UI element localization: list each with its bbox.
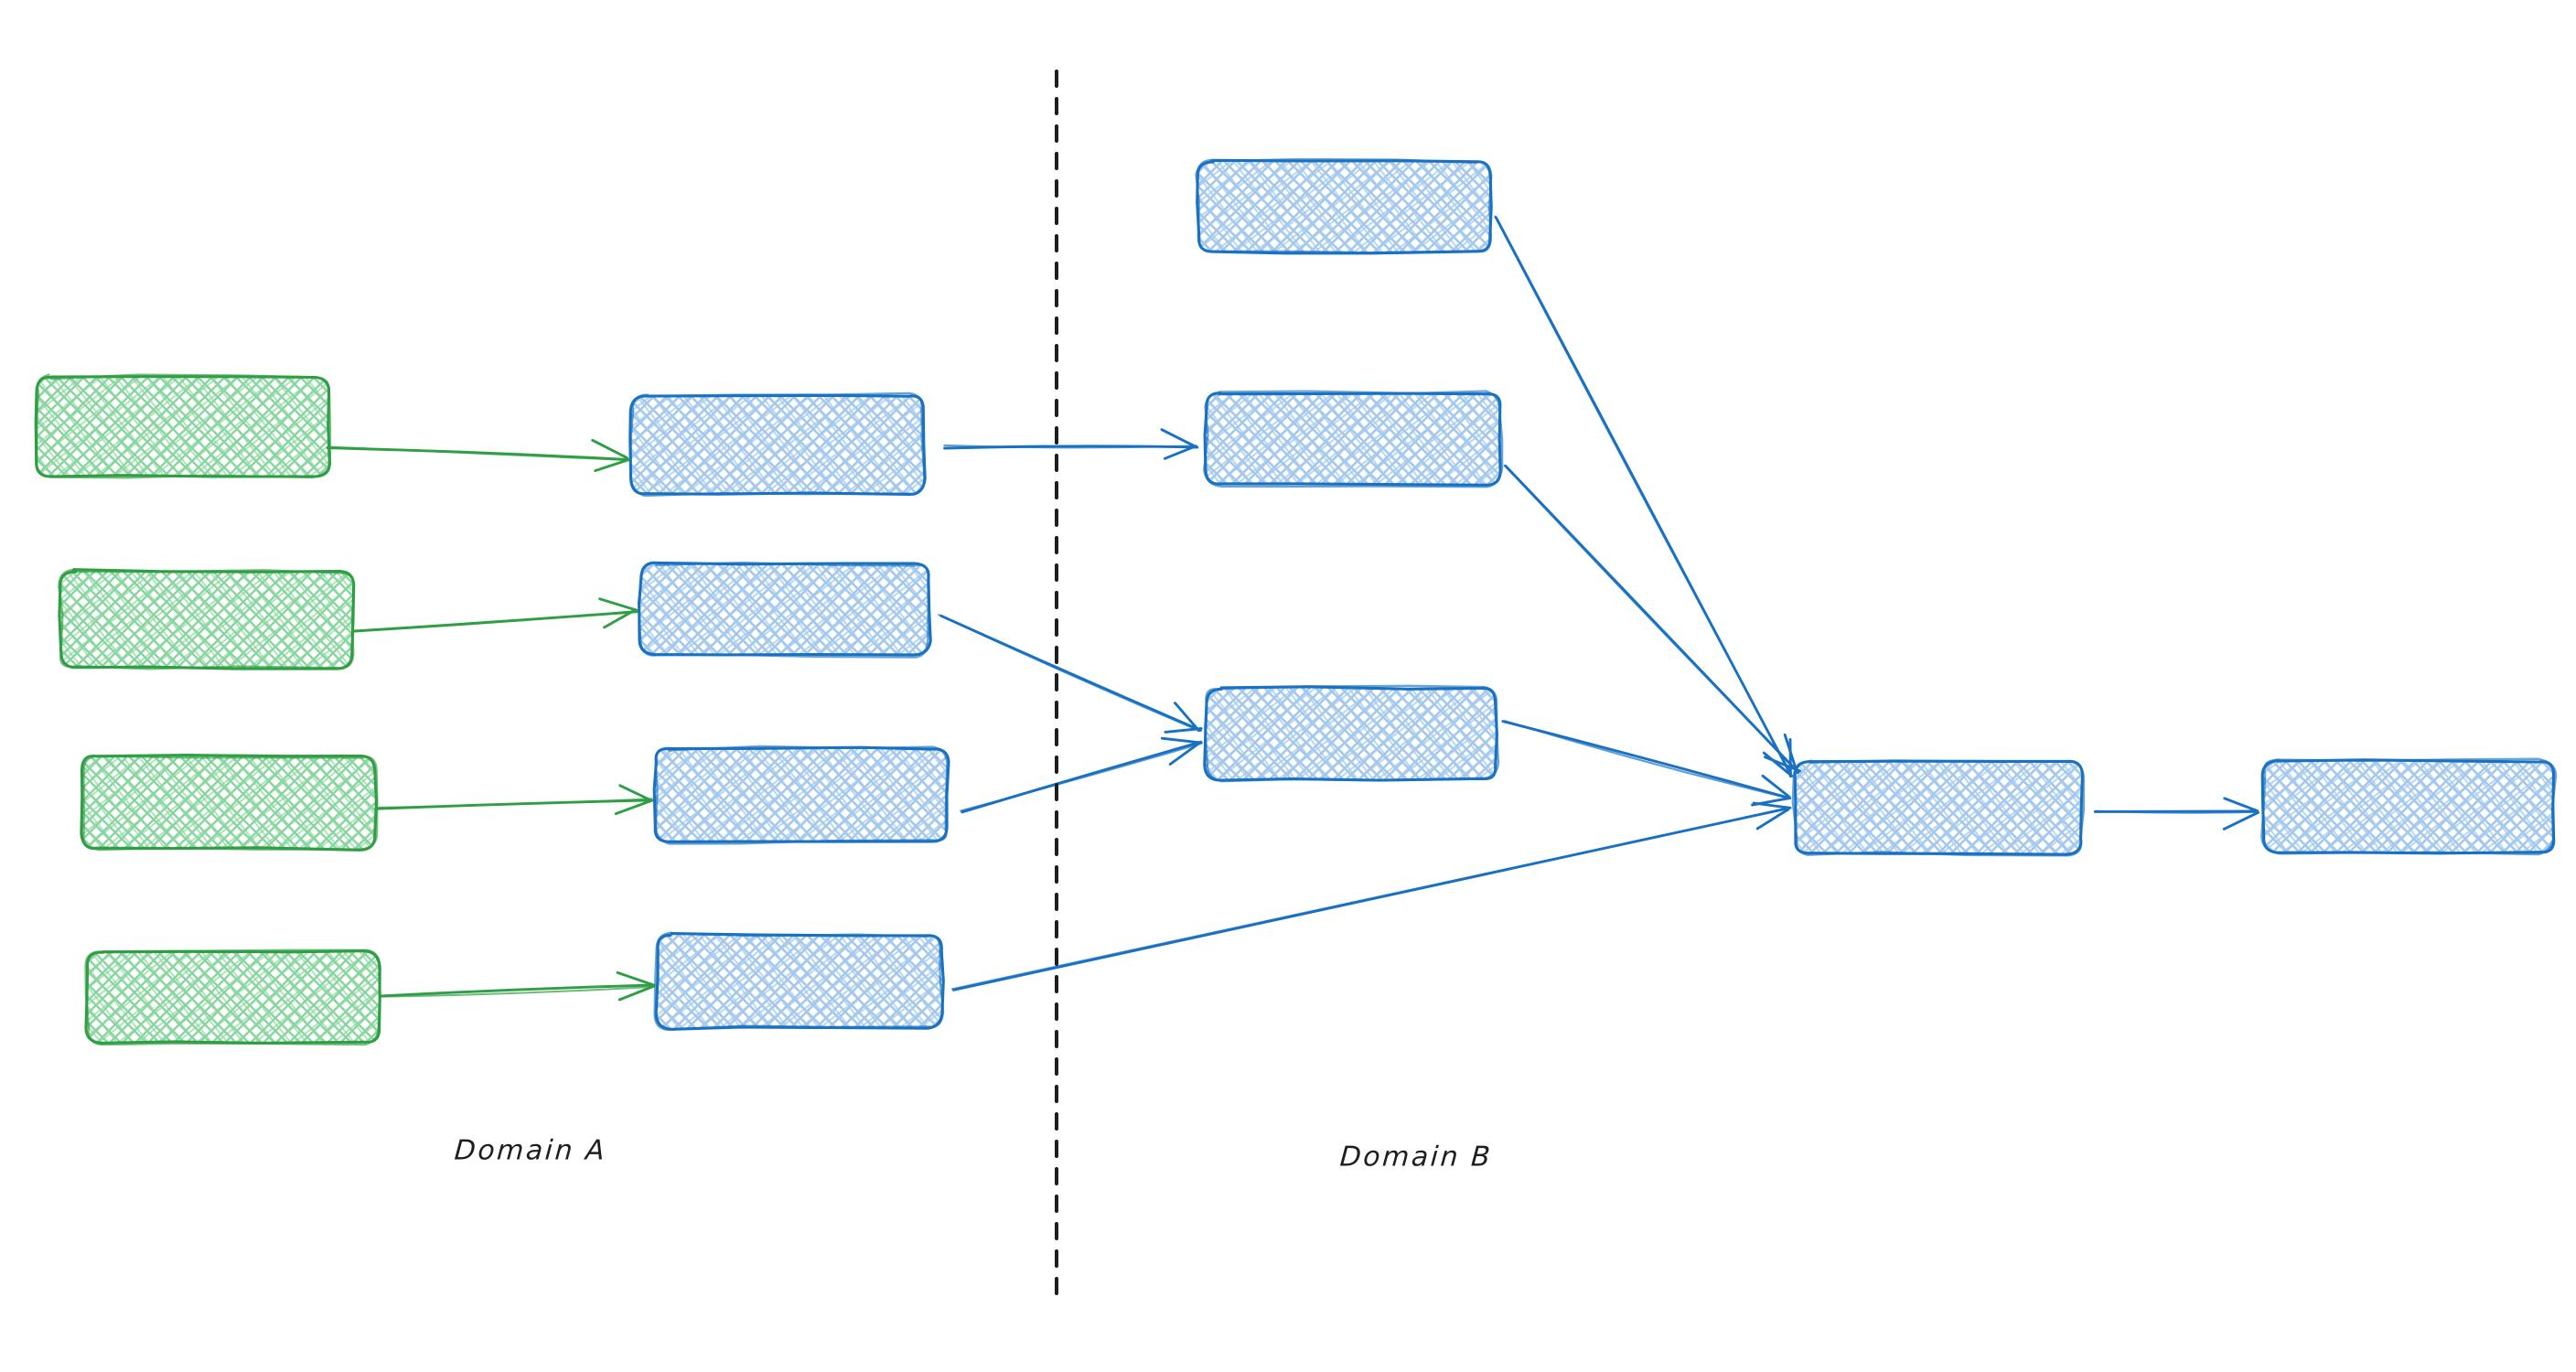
edge-layer [326, 215, 2259, 1002]
edge-arrowhead-lower [1761, 774, 1791, 799]
node-outline [58, 568, 355, 670]
edge-line [379, 983, 656, 998]
node-fill-secondary [1206, 688, 1497, 779]
node-fill-secondary [1198, 161, 1491, 252]
node-fill-secondary [87, 951, 380, 1043]
node-a1[interactable] [34, 373, 332, 479]
node-fill-secondary [1206, 393, 1500, 485]
node-e1[interactable] [2260, 757, 2558, 856]
edge-arrowhead-upper [594, 458, 630, 473]
node-fill-secondary [82, 756, 375, 849]
node-outline [637, 562, 929, 659]
node-d1[interactable] [1791, 759, 2086, 857]
edge-arrowhead-lower [1174, 702, 1201, 733]
edge-e-a3-b3[interactable] [375, 784, 654, 816]
edge-line [1494, 215, 1794, 777]
node-b3[interactable] [652, 745, 950, 845]
edge-e-b3-c3[interactable] [960, 736, 1203, 814]
label-domain-a: Domain A [453, 1134, 608, 1167]
node-fill-secondary [631, 395, 924, 494]
edge-e-c2-d1[interactable] [1503, 464, 1801, 775]
node-outline [2260, 757, 2558, 856]
node-c2[interactable] [1203, 390, 1504, 488]
node-fill-secondary [37, 377, 329, 476]
edge-arrowhead-upper [1762, 751, 1794, 777]
edge-line [960, 743, 1202, 812]
node-a3[interactable] [80, 754, 379, 852]
edge-arrowhead-lower [1783, 733, 1798, 775]
edge-arrowhead-lower [1160, 428, 1198, 449]
node-outline [654, 745, 949, 845]
node-outline [1791, 759, 2086, 857]
edge-arrowhead-lower [591, 438, 628, 460]
edge-arrowhead-lower [598, 597, 639, 612]
edge-arrowhead-upper [603, 608, 637, 629]
edge-e-d1-e1[interactable] [2093, 797, 2259, 831]
edge-arrowhead-lower [2223, 797, 2259, 812]
node-c1[interactable] [1195, 157, 1493, 255]
edge-arrowhead-upper [1164, 727, 1203, 734]
node-a4[interactable] [84, 949, 382, 1046]
node-b4[interactable] [653, 931, 945, 1032]
edge-arrowhead-lower [1160, 736, 1203, 745]
node-outline [35, 373, 332, 479]
node-a2[interactable] [58, 568, 356, 670]
edge-arrowhead-lower [618, 784, 653, 802]
edge-arrowhead-upper [1168, 741, 1202, 766]
node-outline [1204, 684, 1500, 783]
node-outline [82, 755, 379, 852]
edge-e-a4-b4[interactable] [379, 970, 656, 1002]
node-fill-secondary [657, 935, 942, 1028]
edge-e-c3-d1[interactable] [1501, 720, 1792, 807]
node-outline [1203, 390, 1504, 488]
edge-arrowhead-upper [617, 984, 656, 1002]
node-c3[interactable] [1203, 684, 1500, 783]
node-outline [653, 931, 945, 1032]
node-outline [629, 391, 926, 498]
node-fill-secondary [655, 748, 948, 841]
label-domain-b: Domain B [1338, 1141, 1494, 1174]
edge-line [1504, 720, 1790, 799]
node-b1[interactable] [628, 391, 927, 498]
node-fill-secondary [1795, 761, 2082, 854]
edge-arrowhead-upper [1755, 808, 1790, 831]
edge-line [380, 985, 655, 998]
node-fill-secondary [640, 563, 929, 655]
edge-line [938, 614, 1201, 732]
edge-line [353, 610, 638, 633]
edge-e-c1-d1[interactable] [1494, 215, 1794, 778]
node-fill-secondary [60, 571, 353, 668]
edge-arrowhead-lower [1752, 801, 1791, 809]
edge-line [1503, 464, 1799, 773]
edge-line [328, 445, 629, 462]
edge-arrowhead-lower [616, 970, 656, 987]
edge-line [375, 798, 653, 809]
edge-arrowhead-upper [614, 799, 654, 816]
edge-e-a1-b1[interactable] [326, 438, 630, 473]
node-layer [34, 157, 2558, 1046]
edge-e-b1-c2[interactable] [943, 428, 1199, 460]
node-b2[interactable] [637, 561, 932, 659]
node-outline [1195, 157, 1493, 254]
edge-arrowhead-upper [2222, 810, 2259, 831]
edge-e-b4-d1[interactable] [951, 801, 1792, 991]
edge-line [943, 444, 1197, 449]
node-outline [1203, 391, 1502, 487]
edge-arrowhead-upper [1163, 445, 1197, 460]
edge-arrowhead-upper [1763, 756, 1801, 773]
edge-e-a2-b2[interactable] [352, 597, 639, 633]
node-outline [84, 949, 382, 1046]
edge-e-b2-c3[interactable] [938, 614, 1203, 734]
edge-line [2094, 809, 2259, 814]
node-fill-secondary [2263, 761, 2554, 852]
edge-line [951, 807, 1789, 991]
